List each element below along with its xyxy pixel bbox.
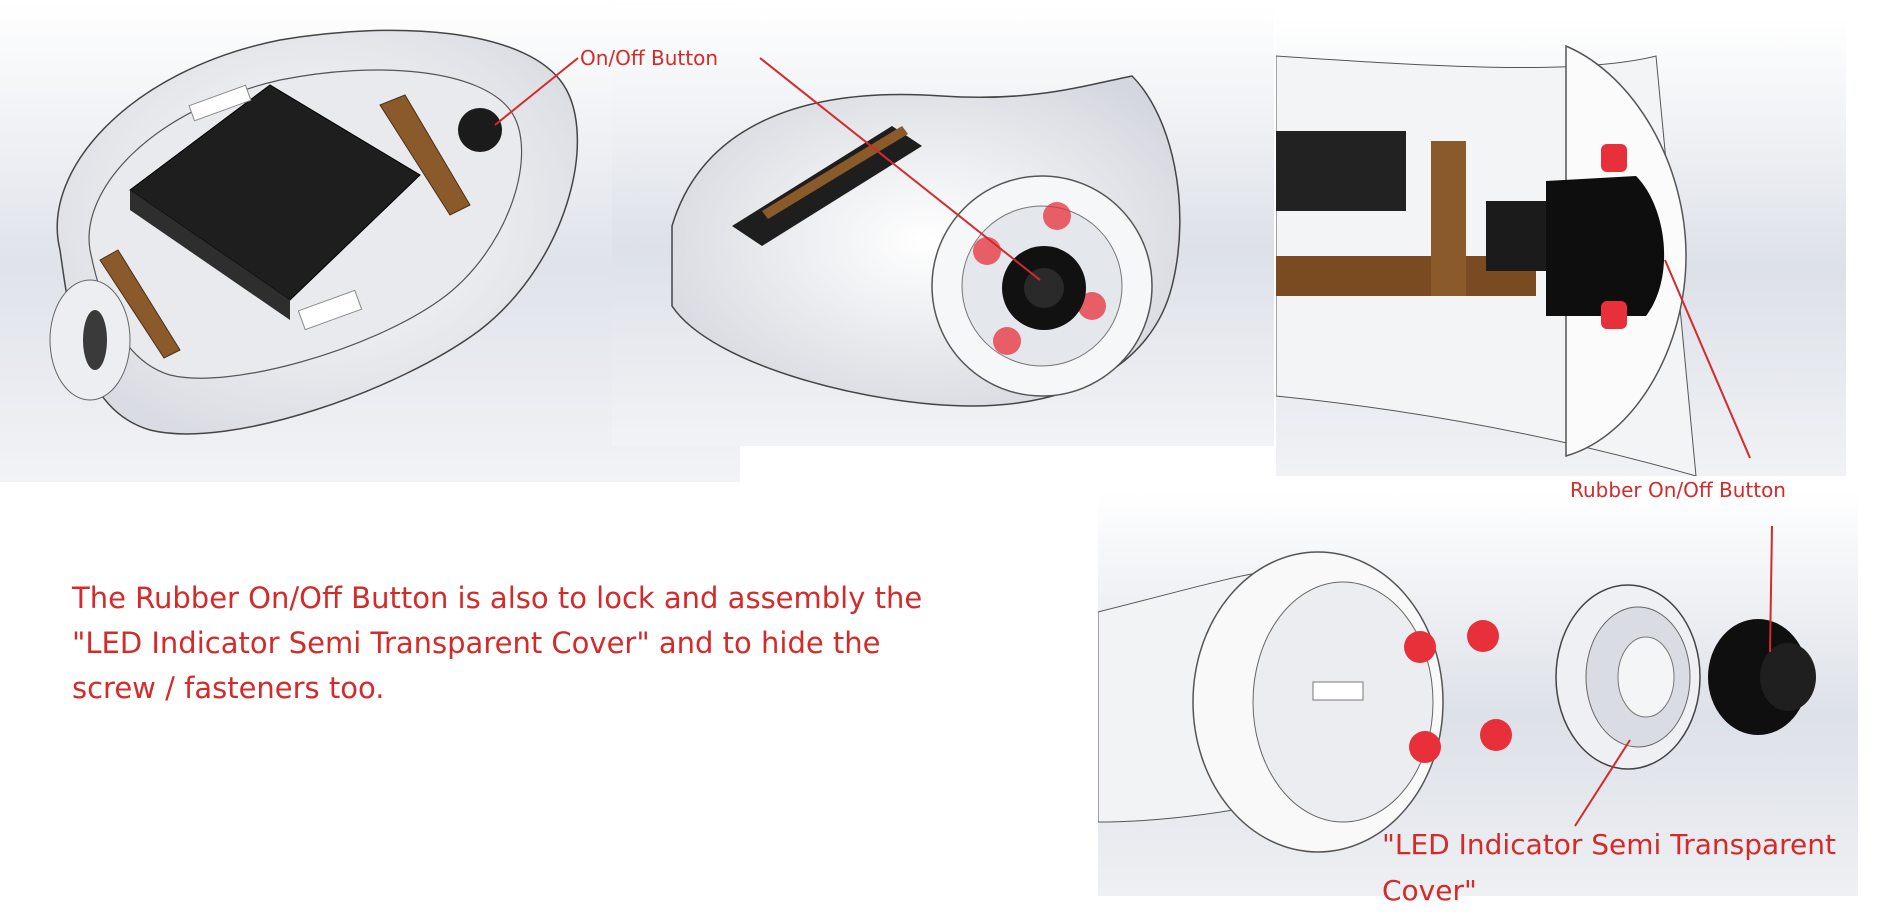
- description-caption: The Rubber On/Off Button is also to lock…: [72, 581, 923, 705]
- cross-section-drawing: [1276, 16, 1846, 476]
- battery-pack: [129, 84, 421, 320]
- view-front-leds: [612, 6, 1274, 446]
- label-led-cover: "LED Indicator Semi Transparent Cover": [1382, 828, 1836, 907]
- label-on-off-button: On/Off Button: [580, 46, 719, 70]
- exploded-drawing: [1098, 492, 1858, 896]
- switch-button: [458, 108, 502, 152]
- rubber-button-section: [1486, 176, 1665, 316]
- pcb-board: [99, 94, 471, 359]
- view-cross-section: [1276, 16, 1846, 476]
- label-rubber-on-off-button: Rubber On/Off Button: [1570, 478, 1786, 502]
- led-cover-part: [1555, 584, 1701, 770]
- battery-section: [1276, 131, 1406, 211]
- view-exploded: [1098, 492, 1858, 896]
- rubber-button-part: [1708, 619, 1816, 735]
- front-leds-drawing: [612, 6, 1274, 446]
- led-parts: [1404, 620, 1512, 763]
